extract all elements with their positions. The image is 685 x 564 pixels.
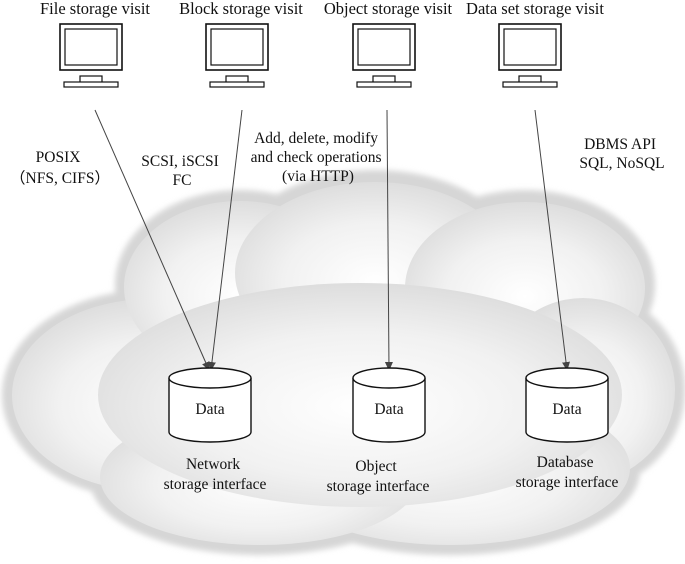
arrow-block-to-network [207,109,243,371]
monitor-icon [352,23,416,88]
interface-object: Object storage interface [327,458,430,495]
data-label: Data [552,401,581,418]
protocol-dataset: DBMS API SQL, NoSQL [579,136,664,172]
arrow-object-to-object [384,109,393,371]
protocol-block: SCSI, iSCSI FC [141,153,222,189]
client-title-object: Object storage visit [324,0,453,18]
monitor-icon [59,23,123,88]
arrow-dataset-to-database [534,109,570,371]
database-icon: Data [525,367,609,443]
interface-labels: Network storage interface Object storage… [164,454,619,495]
database-icon: Data [168,367,252,443]
protocol-object: Add, delete, modify and check operations… [251,130,386,185]
data-label: Data [374,401,403,418]
access-arrows [94,109,570,371]
protocol-labels: POSIX （NFS, CIFS） SCSI, iSCSI FC Add, de… [10,130,665,189]
client-titles: File storage visit Block storage visit O… [40,0,604,18]
cloud [2,170,685,555]
client-monitors [59,23,562,88]
client-title-file: File storage visit [40,0,150,18]
database-icon: Data [352,367,426,443]
client-title-block: Block storage visit [179,0,303,18]
client-title-dataset: Data set storage visit [466,0,604,18]
data-label: Data [195,401,224,418]
monitor-icon [498,23,562,88]
arrow-file-to-network [94,109,210,371]
monitor-icon [205,23,269,88]
interface-database: Database storage interface [516,454,619,491]
interface-network: Network storage interface [164,456,267,493]
protocol-file: POSIX （NFS, CIFS） [10,149,110,187]
data-stores: Data Data Data [168,367,609,443]
